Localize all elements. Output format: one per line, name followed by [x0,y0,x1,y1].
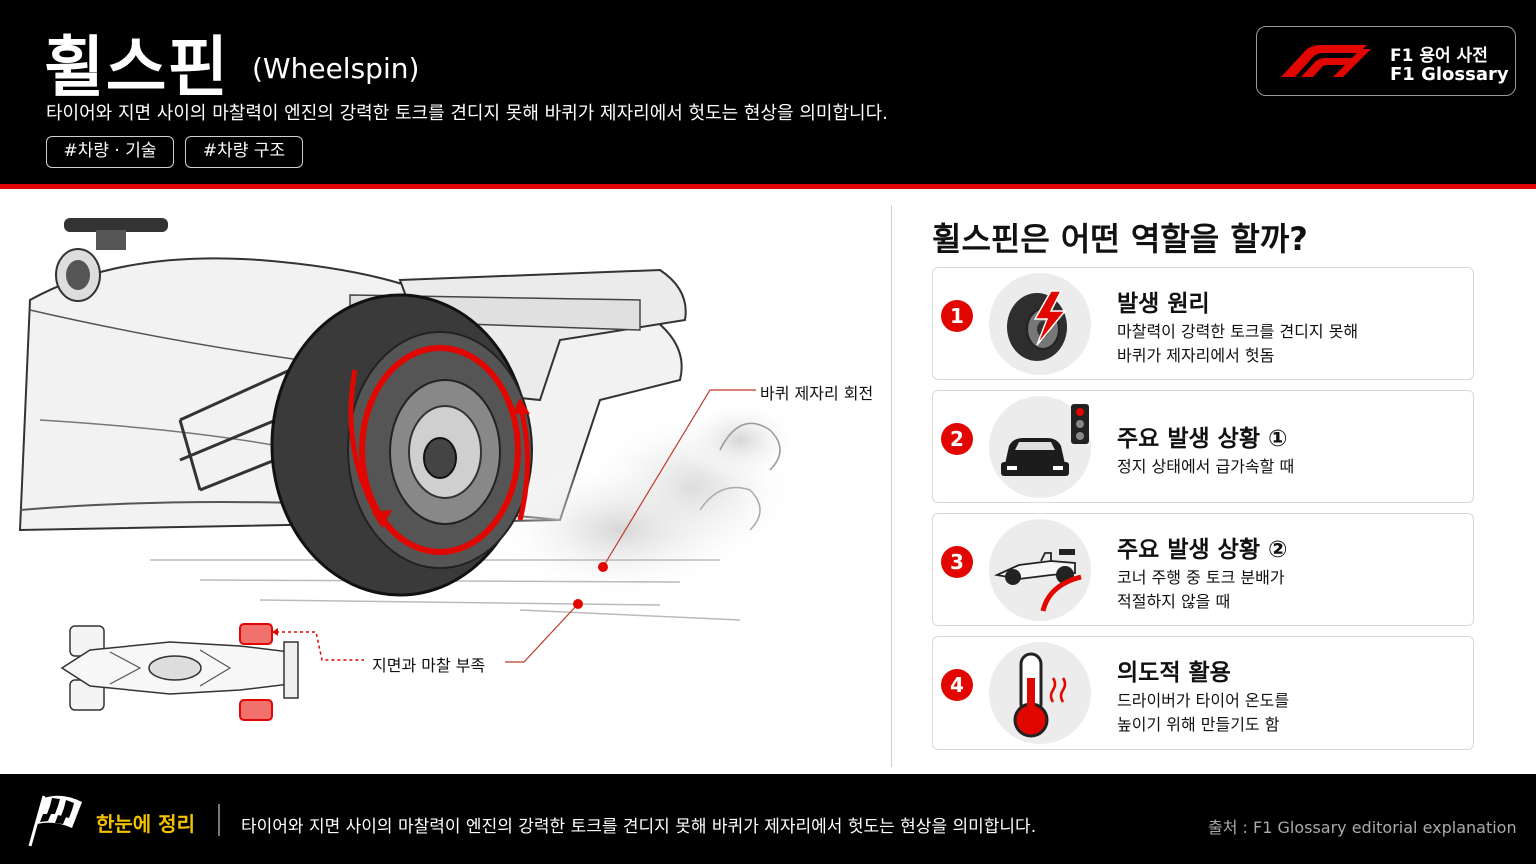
card-title: 의도적 활용 [1117,660,1231,686]
footer-separator [218,804,220,836]
page-title: 휠스핀 [44,29,230,106]
footer-summary-bar: 한눈에 정리 타이어와 지면 사이의 마찰력이 엔진의 강력한 토크를 견디지 … [0,774,1536,864]
card-desc-line2: 높이기 위해 만들기도 함 [1117,715,1280,734]
tag-vehicle-structure[interactable]: #차량 구조 [185,136,303,168]
card-desc-line2: 적절하지 않을 때 [1117,592,1231,611]
footer-summary-label: 한눈에 정리 [96,812,195,836]
top-view-car-diagram [60,623,299,721]
card-title: 발생 원리 [1117,291,1210,317]
tag-vehicle-tech[interactable]: #차량 · 기술 [46,136,174,168]
f1-logo-icon [1281,45,1371,77]
tire-spark-icon [989,273,1091,375]
f1-glossary-logo: F1 용어 사전 F1 Glossary [1256,26,1516,96]
f1-car-corner-icon [989,519,1091,621]
header-bar: 휠스핀 (Wheelspin) 타이어와 지면 사이의 마찰력이 엔진의 강력한… [0,0,1536,184]
card-number-badge: 2 [941,423,973,455]
card-desc-line1: 정지 상태에서 급가속할 때 [1117,457,1295,476]
logo-label-en: F1 Glossary [1390,64,1509,85]
card-cause: 1 발생 원리 마찰력이 강력한 토크를 견디지 못해 바퀴가 제자리에서 헛돔 [932,267,1474,380]
f1-rear-wheel-illustration [18,218,800,721]
logo-label-ko: F1 용어 사전 [1390,46,1488,66]
card-intentional-use: 4 의도적 활용 드라이버가 타이어 온도를 높이기 위해 만들기도 함 [932,636,1474,750]
card-situation-1: 2 주요 발생 상황 ① 정지 상태에서 급가속할 때 [932,390,1474,503]
thermometer-icon [989,642,1091,744]
callout-lack-of-friction: 지면과 마찰 부족 [372,656,486,675]
card-desc-line1: 코너 주행 중 토크 분배가 [1117,568,1285,587]
card-desc-line1: 드라이버가 타이어 온도를 [1117,691,1290,710]
card-number-badge: 1 [941,300,973,332]
card-number-badge: 3 [941,546,973,578]
card-desc-line2: 바퀴가 제자리에서 헛돔 [1117,346,1275,365]
card-title: 주요 발생 상황 ② [1117,537,1288,563]
card-title: 주요 발생 상황 ① [1117,426,1288,452]
card-desc-line1: 마찰력이 강력한 토크를 견디지 못해 [1117,322,1359,341]
card-number-badge: 4 [941,669,973,701]
callout-wheel-spin: 바퀴 제자리 회전 [760,384,874,403]
card-situation-2: 3 주요 발생 상황 ② 코너 주행 중 토크 분배가 적절하지 않을 때 [932,513,1474,626]
page-subtitle: 타이어와 지면 사이의 마찰력이 엔진의 강력한 토크를 견디지 못해 바퀴가 … [46,103,888,124]
panel-question-title: 휠스핀은 어떤 역할을 할까? [932,220,1308,258]
header-accent-line [0,184,1536,189]
footer-source: 출처 : F1 Glossary editorial explanation [1208,818,1517,837]
footer-summary-text: 타이어와 지면 사이의 마찰력이 엔진의 강력한 토크를 견디지 못해 바퀴가 … [241,817,1037,837]
checkered-flag-icon [28,795,82,847]
page-title-english: (Wheelspin) [252,52,420,85]
car-traffic-light-icon [989,396,1091,498]
panel-divider [891,205,892,767]
wheelspin-illustration: 바퀴 제자리 회전 지면과 마찰 부족 [0,190,890,774]
